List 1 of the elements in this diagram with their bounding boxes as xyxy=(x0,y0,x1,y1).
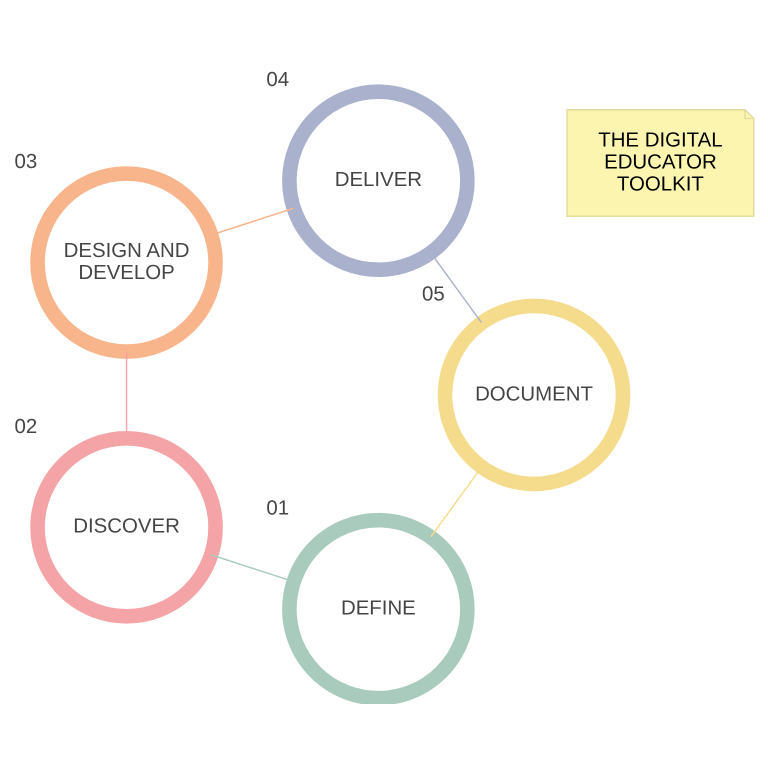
node-circle: DISCOVER xyxy=(30,431,223,624)
